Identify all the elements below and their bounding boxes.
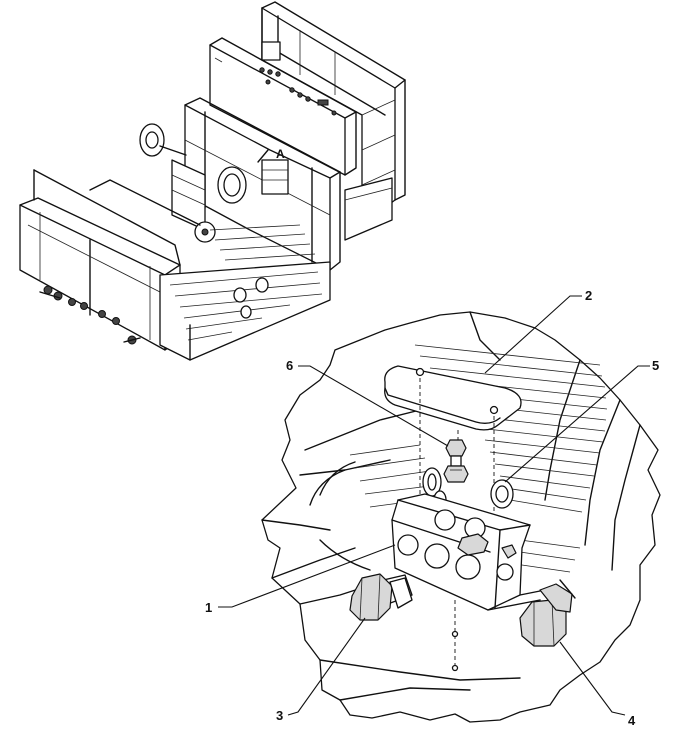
leader-2 bbox=[484, 295, 582, 374]
callout-6: 6 bbox=[286, 358, 293, 373]
front-housing bbox=[19, 169, 181, 351]
gland-fitting bbox=[443, 439, 469, 483]
detail-background bbox=[261, 311, 641, 701]
leader-3 bbox=[287, 617, 366, 716]
callouts: 2 6 5 1 3 4 bbox=[205, 288, 659, 728]
assembly-lines bbox=[419, 378, 495, 668]
roller-conveyor bbox=[159, 261, 331, 361]
junction-box bbox=[391, 493, 546, 611]
leader-5 bbox=[504, 365, 650, 483]
detail-view bbox=[261, 311, 661, 723]
callout-3: 3 bbox=[276, 708, 283, 723]
cable-gland-left bbox=[349, 573, 413, 621]
handwheel bbox=[139, 123, 187, 157]
cover-plate bbox=[384, 365, 522, 431]
leader-6 bbox=[298, 365, 449, 447]
base-rollers bbox=[89, 179, 316, 261]
callout-1: 1 bbox=[205, 600, 212, 615]
front-valves bbox=[39, 285, 141, 345]
leader-1 bbox=[218, 544, 396, 608]
carriage: A bbox=[171, 97, 341, 271]
machine-label-A: A bbox=[276, 147, 285, 161]
mounting-hole bbox=[451, 664, 459, 672]
callout-4: 4 bbox=[628, 713, 636, 728]
mounting-hole bbox=[451, 630, 459, 638]
lifting-eyes bbox=[422, 467, 514, 510]
cable-gland-right bbox=[519, 579, 576, 647]
control-panel bbox=[209, 37, 357, 176]
callout-2: 2 bbox=[585, 288, 592, 303]
callout-5: 5 bbox=[652, 358, 659, 373]
leader-4 bbox=[559, 641, 626, 716]
machine-overview: A bbox=[19, 1, 406, 361]
